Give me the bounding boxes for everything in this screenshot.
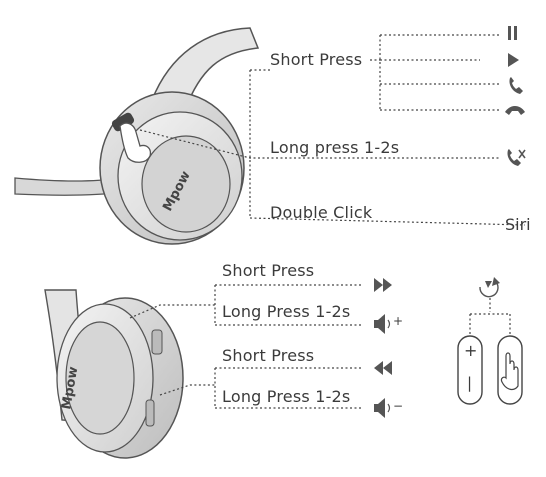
label-short-press-1: Short Press	[222, 261, 315, 280]
bottom-connectors	[129, 284, 362, 409]
volume-down-icon	[374, 398, 391, 418]
hand-press-icon	[500, 352, 519, 391]
bottom-brand-logo: Mpow	[59, 366, 81, 411]
volume-up-plus: +	[393, 314, 404, 328]
bottom-headset: Mpow	[44, 289, 184, 459]
volume-down-minus: −	[393, 399, 404, 413]
label-long-press-top: Long press 1-2s	[270, 138, 400, 157]
label-double-click: Double Click	[270, 203, 373, 222]
buttons-diagram	[457, 277, 523, 405]
play-icon	[508, 53, 519, 67]
end-call-icon	[505, 106, 525, 115]
top-connectors	[139, 34, 526, 226]
fast-forward-icon	[374, 278, 392, 292]
siri-label: Siri	[505, 215, 531, 234]
reject-call-icon	[507, 149, 526, 166]
rewind-icon	[374, 361, 392, 375]
label-long-press-1: Long Press 1-2s	[222, 302, 351, 321]
label-short-press-top: Short Press	[270, 50, 363, 69]
volume-up-icon	[374, 314, 391, 334]
button-plus-symbol: +	[464, 341, 478, 360]
button-minus-symbol: |	[467, 374, 473, 392]
answer-call-icon	[509, 77, 523, 94]
label-long-press-2: Long Press 1-2s	[222, 387, 351, 406]
pause-icon	[508, 26, 517, 40]
cycle-icon	[479, 277, 500, 298]
top-headset: Mpow	[14, 27, 260, 245]
label-short-press-2: Short Press	[222, 346, 315, 365]
